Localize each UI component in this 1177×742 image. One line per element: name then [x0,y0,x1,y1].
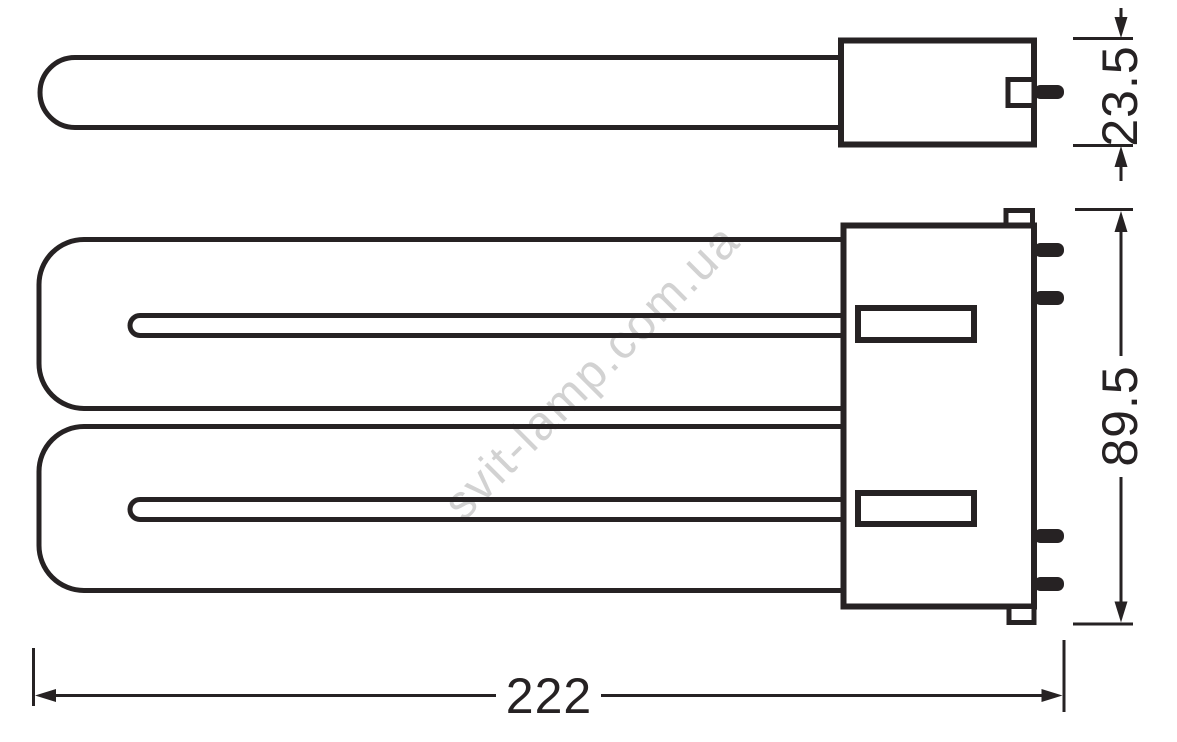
side-view-base-notch [1005,77,1037,108]
base-bottom-tab [1006,604,1037,625]
dim-base-height: 23.5 [1073,8,1148,181]
dim-base-height-label: 23.5 [1092,45,1148,146]
dim-overall-height-label: 89.5 [1092,365,1148,466]
arrow-down-icon [1114,17,1128,38]
front-view-tube-1 [36,237,850,411]
front-view-tube-2-slot [127,497,850,522]
arrow-right-icon [1041,689,1063,702]
base-pin-3 [1034,529,1064,543]
side-view-base [838,37,1037,148]
base-key-slot-1 [855,305,977,343]
dim-overall-length: 222 [32,640,1066,724]
base-pin-1 [1034,243,1064,257]
watermark-text: svit-lamp.com.ua [434,214,751,531]
arrow-left-icon [35,689,56,702]
dim-overall-length-label: 222 [506,668,592,724]
arrow-up-icon [1114,211,1128,232]
side-view [37,37,1064,148]
front-view [36,208,1064,625]
dim-overall-height: 89.5 [1073,208,1148,626]
base-pin-4 [1034,577,1064,591]
arrow-down-icon [1114,601,1128,623]
base-key-slot-2 [855,490,977,527]
front-view-base [840,222,1037,610]
arrow-up-icon [1114,146,1128,167]
front-view-tube-1-slot [127,313,850,338]
front-view-tube-2 [36,424,850,593]
base-pin-2 [1034,291,1064,305]
side-view-pin [1034,85,1064,99]
side-view-tube [37,55,850,130]
